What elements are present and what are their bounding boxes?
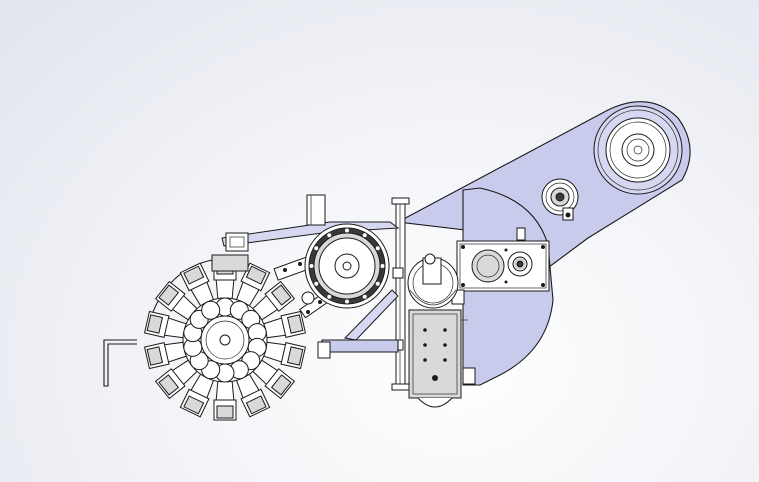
sprocket-bolt: [314, 281, 319, 286]
wheel-paddle: [213, 379, 237, 421]
rear-pulley: [593, 105, 683, 195]
wheel-paddle: [235, 372, 271, 418]
wheel-paddle: [179, 262, 215, 308]
wheel-paddle: [179, 372, 215, 418]
sprocket-bolt: [375, 281, 380, 286]
gear-column: [408, 309, 468, 408]
sprocket-bolt: [309, 264, 314, 268]
hub-cover: [211, 254, 249, 272]
sprocket-bolt: [345, 299, 349, 304]
housing-foot: [462, 367, 476, 385]
linkage-block: [225, 232, 249, 252]
support-strut: [321, 339, 399, 353]
sprocket-bolt: [362, 294, 367, 299]
skid-bracket: [103, 339, 137, 387]
sprocket-bolt: [314, 246, 319, 251]
wheel-paddle: [154, 280, 199, 322]
sprocket-bolt: [380, 264, 385, 268]
sprocket-bolt: [327, 233, 332, 238]
sprocket-bolt: [327, 294, 332, 299]
paddle-wheel: [143, 254, 307, 421]
wheel-paddle: [261, 341, 307, 370]
sprocket-bolt: [345, 228, 349, 233]
strut-clamp: [317, 341, 331, 359]
wheel-lobe: [201, 300, 221, 320]
sprocket-bolt: [375, 246, 380, 251]
tensioner-idler: [541, 178, 579, 221]
linkage-post: [306, 194, 326, 226]
drive-motor: [407, 253, 459, 309]
sprocket-bolt: [362, 233, 367, 238]
sprocket: [304, 223, 390, 309]
gearbox-plate: [456, 227, 550, 292]
wheel-paddle: [251, 280, 296, 322]
wheel-paddle: [143, 310, 189, 339]
diagonal-strut: [343, 289, 399, 341]
